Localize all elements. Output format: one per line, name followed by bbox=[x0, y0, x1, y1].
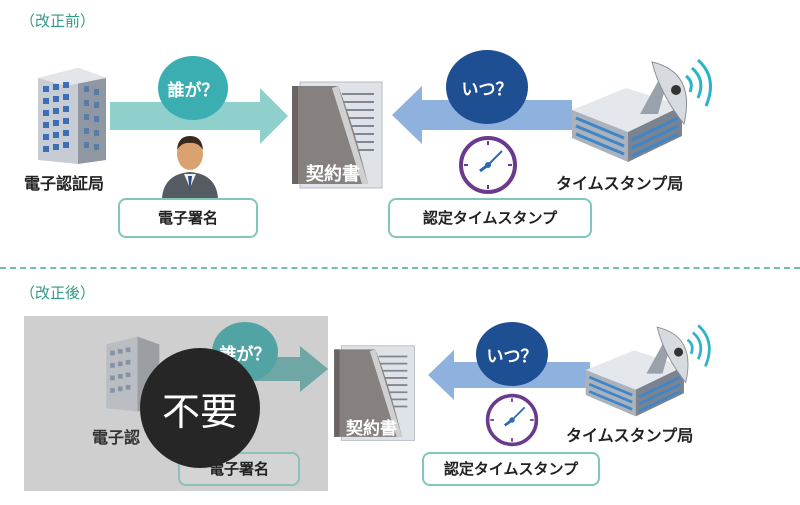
clock-icon bbox=[459, 136, 517, 194]
contract-document-icon bbox=[334, 345, 415, 441]
timestamp-box-after: 認定タイムスタンプ bbox=[422, 452, 600, 486]
when-bubble-after: いつ？ bbox=[476, 322, 548, 386]
contract-document-icon bbox=[292, 81, 383, 189]
section-divider bbox=[0, 267, 800, 269]
tsa-label-after: タイムスタンプ局 bbox=[566, 426, 694, 445]
unneeded-badge: 不要 bbox=[140, 348, 260, 468]
businessman-icon bbox=[162, 136, 218, 198]
document-title: 契約書 bbox=[306, 164, 360, 185]
office-building-icon bbox=[38, 68, 106, 164]
issuer-label: 電子認証局 bbox=[24, 174, 105, 193]
who-bubble: 誰が？ bbox=[158, 56, 228, 120]
issuer-label-faded: 電子認 bbox=[92, 428, 141, 447]
satellite-dish-icon bbox=[572, 58, 712, 162]
clock-icon bbox=[485, 393, 539, 447]
signature-box: 電子署名 bbox=[118, 198, 258, 238]
timestamp-box: 認定タイムスタンプ bbox=[388, 198, 592, 238]
when-bubble: いつ？ bbox=[446, 50, 528, 124]
section-label-before: （改正前） bbox=[20, 12, 96, 30]
document-title-after: 契約書 bbox=[346, 419, 397, 439]
section-label-after: （改正後） bbox=[20, 284, 96, 302]
satellite-dish-icon bbox=[585, 324, 711, 417]
tsa-label: タイムスタンプ局 bbox=[556, 174, 684, 193]
